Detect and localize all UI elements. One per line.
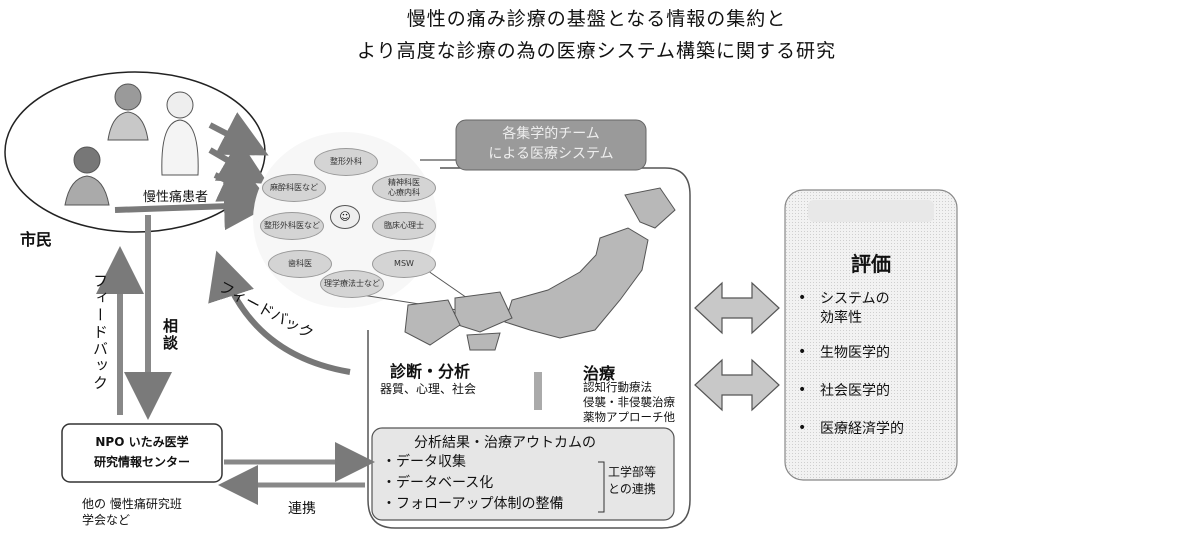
diagnosis-title: 診断・分析 bbox=[390, 362, 471, 381]
team-role-bubble: 歯科医 bbox=[268, 250, 332, 278]
others-label: 他の 慢性痛研究班 学会など bbox=[82, 496, 182, 528]
diagnosis-sub: 器質、心理、社会 bbox=[380, 382, 477, 396]
team-role-bubble: 理学療法士など bbox=[320, 270, 384, 298]
citizens-label: 市民 bbox=[20, 230, 53, 249]
treatment-list: 認知行動療法 侵襲・非侵襲治療 薬物アプローチ他 bbox=[583, 380, 675, 425]
team-title-box bbox=[455, 119, 647, 171]
separator-bar bbox=[534, 372, 542, 410]
npo-label: NPO いたみ医学 研究情報センター bbox=[62, 432, 222, 472]
analysis-item: ・データ収集 bbox=[382, 454, 466, 470]
evaluation-item-text: システムの 効率性 bbox=[820, 291, 890, 326]
evaluation-item: • 生物医学的 bbox=[798, 344, 948, 363]
analysis-item: ・データベース化 bbox=[382, 475, 494, 491]
evaluation-item: • 医療経済学的 bbox=[798, 420, 948, 439]
consult-label: 相談 bbox=[161, 318, 179, 352]
npo-line-1: NPO いたみ医学 bbox=[95, 435, 189, 449]
team-role-bubble: 整形外科医など bbox=[260, 212, 324, 240]
treatment-item: 薬物アプローチ他 bbox=[583, 410, 675, 424]
evaluation-box bbox=[784, 189, 958, 481]
team-role-bubble: 精神科医 心療内科 bbox=[372, 174, 436, 202]
double-arrow-bottom-icon bbox=[694, 358, 780, 412]
team-role-bubble: 麻酔科医など bbox=[262, 174, 326, 202]
team-role-bubble: 臨床心理士 bbox=[372, 212, 436, 240]
patient-figures-icon bbox=[64, 83, 199, 206]
title-line-2: より高度な診療の為の医療システム構築に関する研究 bbox=[356, 40, 837, 62]
treatment-item: 侵襲・非侵襲治療 bbox=[583, 395, 675, 409]
engineering-collab-line-2: との連携 bbox=[608, 482, 656, 496]
evaluation-item-text: 社会医学的 bbox=[820, 383, 890, 399]
double-arrow-top-icon bbox=[694, 281, 780, 335]
bullet-icon: • bbox=[798, 344, 807, 360]
others-line-2: 学会など bbox=[82, 513, 131, 527]
team-frame bbox=[367, 167, 691, 529]
team-title-line-1: 各集学的チーム bbox=[502, 126, 600, 142]
others-line-1: 他の 慢性痛研究班 bbox=[82, 497, 182, 511]
evaluation-title: 評価 bbox=[851, 252, 891, 276]
analysis-item: ・フォローアップ体制の整備 bbox=[382, 496, 564, 512]
analysis-title: 分析結果・治療アウトカムの bbox=[414, 435, 596, 451]
team-role-bubble: MSW bbox=[372, 250, 436, 278]
feedback-vertical-label: フィードバック bbox=[91, 273, 109, 392]
evaluation-item: • システムの 効率性 bbox=[798, 290, 948, 328]
team-role-bubble: 整形外科 bbox=[314, 148, 378, 176]
treatment-title: 治療 bbox=[583, 364, 616, 383]
title-line-1: 慢性の痛み診療の基盤となる情報の集約と bbox=[406, 8, 787, 30]
evaluation-item-text: 生物医学的 bbox=[820, 345, 890, 361]
smiley-icon: ☺ bbox=[330, 205, 360, 229]
engineering-collab-line-1: 工学部等 bbox=[608, 465, 657, 479]
bullet-icon: • bbox=[798, 290, 807, 306]
patient-arrows bbox=[114, 112, 272, 231]
bullet-icon: • bbox=[798, 382, 807, 398]
npo-line-2: 研究情報センター bbox=[93, 455, 190, 469]
bullet-icon: • bbox=[798, 420, 807, 436]
team-title-line-2: による医療システム bbox=[488, 146, 614, 162]
npo-box bbox=[61, 423, 223, 483]
treatment-item: 認知行動療法 bbox=[583, 380, 652, 394]
collab-label: 連携 bbox=[288, 501, 316, 517]
engineering-collab: 工学部等 との連携 bbox=[608, 464, 656, 498]
analysis-list: ・データ収集 ・データベース化 ・フォローアップ体制の整備 bbox=[382, 452, 563, 515]
feedback-curve-arrow bbox=[208, 250, 351, 375]
team-title: 各集学的チーム による医療システム bbox=[456, 124, 646, 164]
evaluation-item-text: 医療経済学的 bbox=[820, 421, 904, 437]
japan-map-icon bbox=[404, 187, 676, 351]
patients-label: 慢性痛患者 bbox=[143, 190, 209, 205]
evaluation-item: • 社会医学的 bbox=[798, 382, 948, 401]
